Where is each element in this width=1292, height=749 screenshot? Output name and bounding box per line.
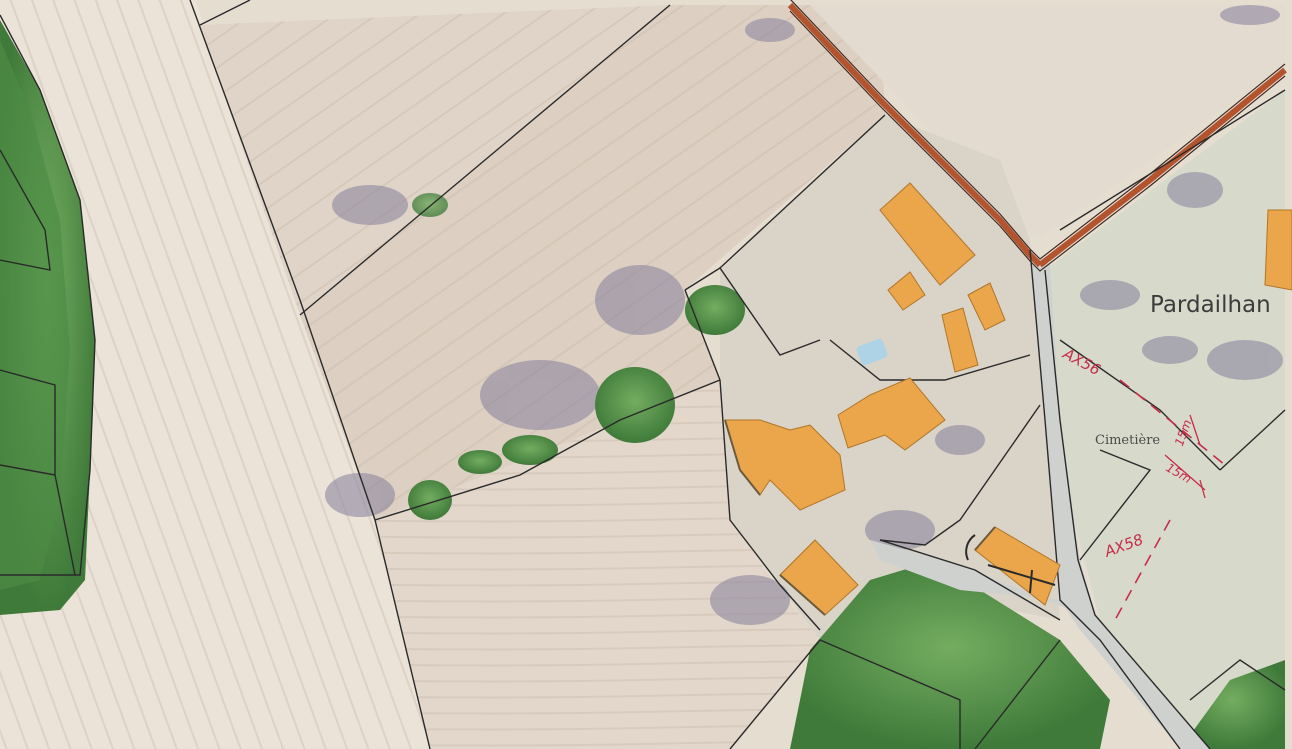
building — [837, 377, 946, 451]
vegetation — [0, 20, 1285, 749]
cemetery-cross-icon — [987, 564, 1056, 594]
roads — [787, 0, 1287, 749]
building — [967, 282, 1006, 331]
tree-shadows — [325, 5, 1283, 625]
village-label: Pardailhan — [1150, 292, 1271, 318]
annotation-markings — [1114, 379, 1226, 621]
building — [1264, 209, 1292, 291]
building — [879, 182, 976, 286]
cemetery-arc — [965, 534, 976, 561]
main-road — [787, 2, 1043, 268]
cemetery-label: Cimetière — [1095, 433, 1160, 448]
buildings — [724, 182, 1292, 616]
building — [887, 271, 926, 311]
building — [941, 307, 979, 373]
pool — [856, 338, 888, 366]
